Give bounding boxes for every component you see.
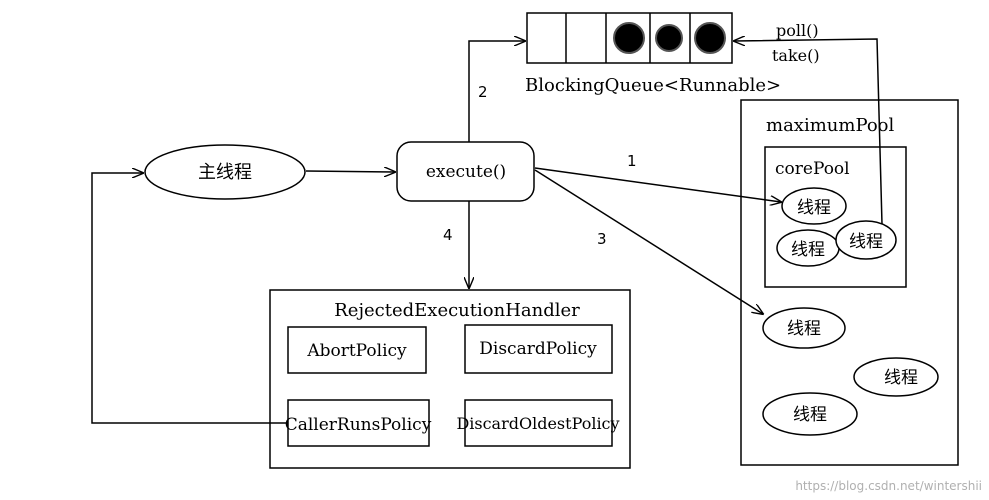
extra-thread (762, 392, 858, 436)
discard-oldest-policy-box (464, 399, 613, 447)
discard-oldest-policy-label: DiscardOldestPolicy (456, 414, 619, 433)
rejected-handler-title: RejectedExecutionHandler (334, 300, 580, 321)
execute-label: execute() (426, 162, 506, 182)
queued-task (613, 22, 645, 54)
core-thread-label: 线程 (797, 198, 831, 218)
core-thread-label: 线程 (791, 240, 825, 260)
step-4-label: 4 (443, 226, 453, 244)
extra-thread-label: 线程 (884, 368, 918, 388)
arrow-execute-to-queue (468, 41, 525, 142)
extra-thread (762, 307, 846, 349)
arrow-main-to-execute (305, 171, 395, 172)
main-thread-label: 主线程 (198, 162, 252, 183)
take-label: take() (772, 46, 820, 65)
main-thread-node (144, 144, 306, 200)
extra-thread-label: 线程 (793, 405, 827, 425)
extra-thread-label: 线程 (787, 319, 821, 339)
discard-policy-label: DiscardPolicy (479, 339, 597, 359)
step-2-label: 2 (478, 83, 488, 101)
core-thread-label: 线程 (849, 232, 883, 252)
arrow-execute-to-maximum-pool (534, 169, 763, 314)
watermark: https://blog.csdn.net/wintershii (795, 479, 982, 493)
core-pool-label: corePool (775, 159, 850, 179)
extra-thread (853, 357, 939, 397)
step-3-label: 3 (597, 230, 607, 248)
step-1-label: 1 (627, 152, 637, 170)
maximum-pool-label: maximumPool (766, 115, 894, 136)
queue-label: BlockingQueue<Runnable> (525, 75, 781, 96)
core-thread (835, 220, 897, 260)
queued-task (655, 24, 683, 52)
discard-policy-box (464, 324, 613, 374)
poll-label: poll() (776, 21, 819, 40)
abort-policy-box (287, 326, 427, 374)
queued-task (694, 22, 726, 54)
blocking-queue (526, 12, 733, 64)
execute-node (396, 141, 535, 202)
abort-policy-label: AbortPolicy (306, 341, 407, 361)
arrow-execute-to-core-pool (534, 167, 781, 202)
arrow-thread-poll-queue (734, 39, 883, 225)
caller-runs-policy-label: CallerRunsPolicy (285, 415, 432, 435)
arrow-caller-runs-to-main (91, 173, 288, 424)
